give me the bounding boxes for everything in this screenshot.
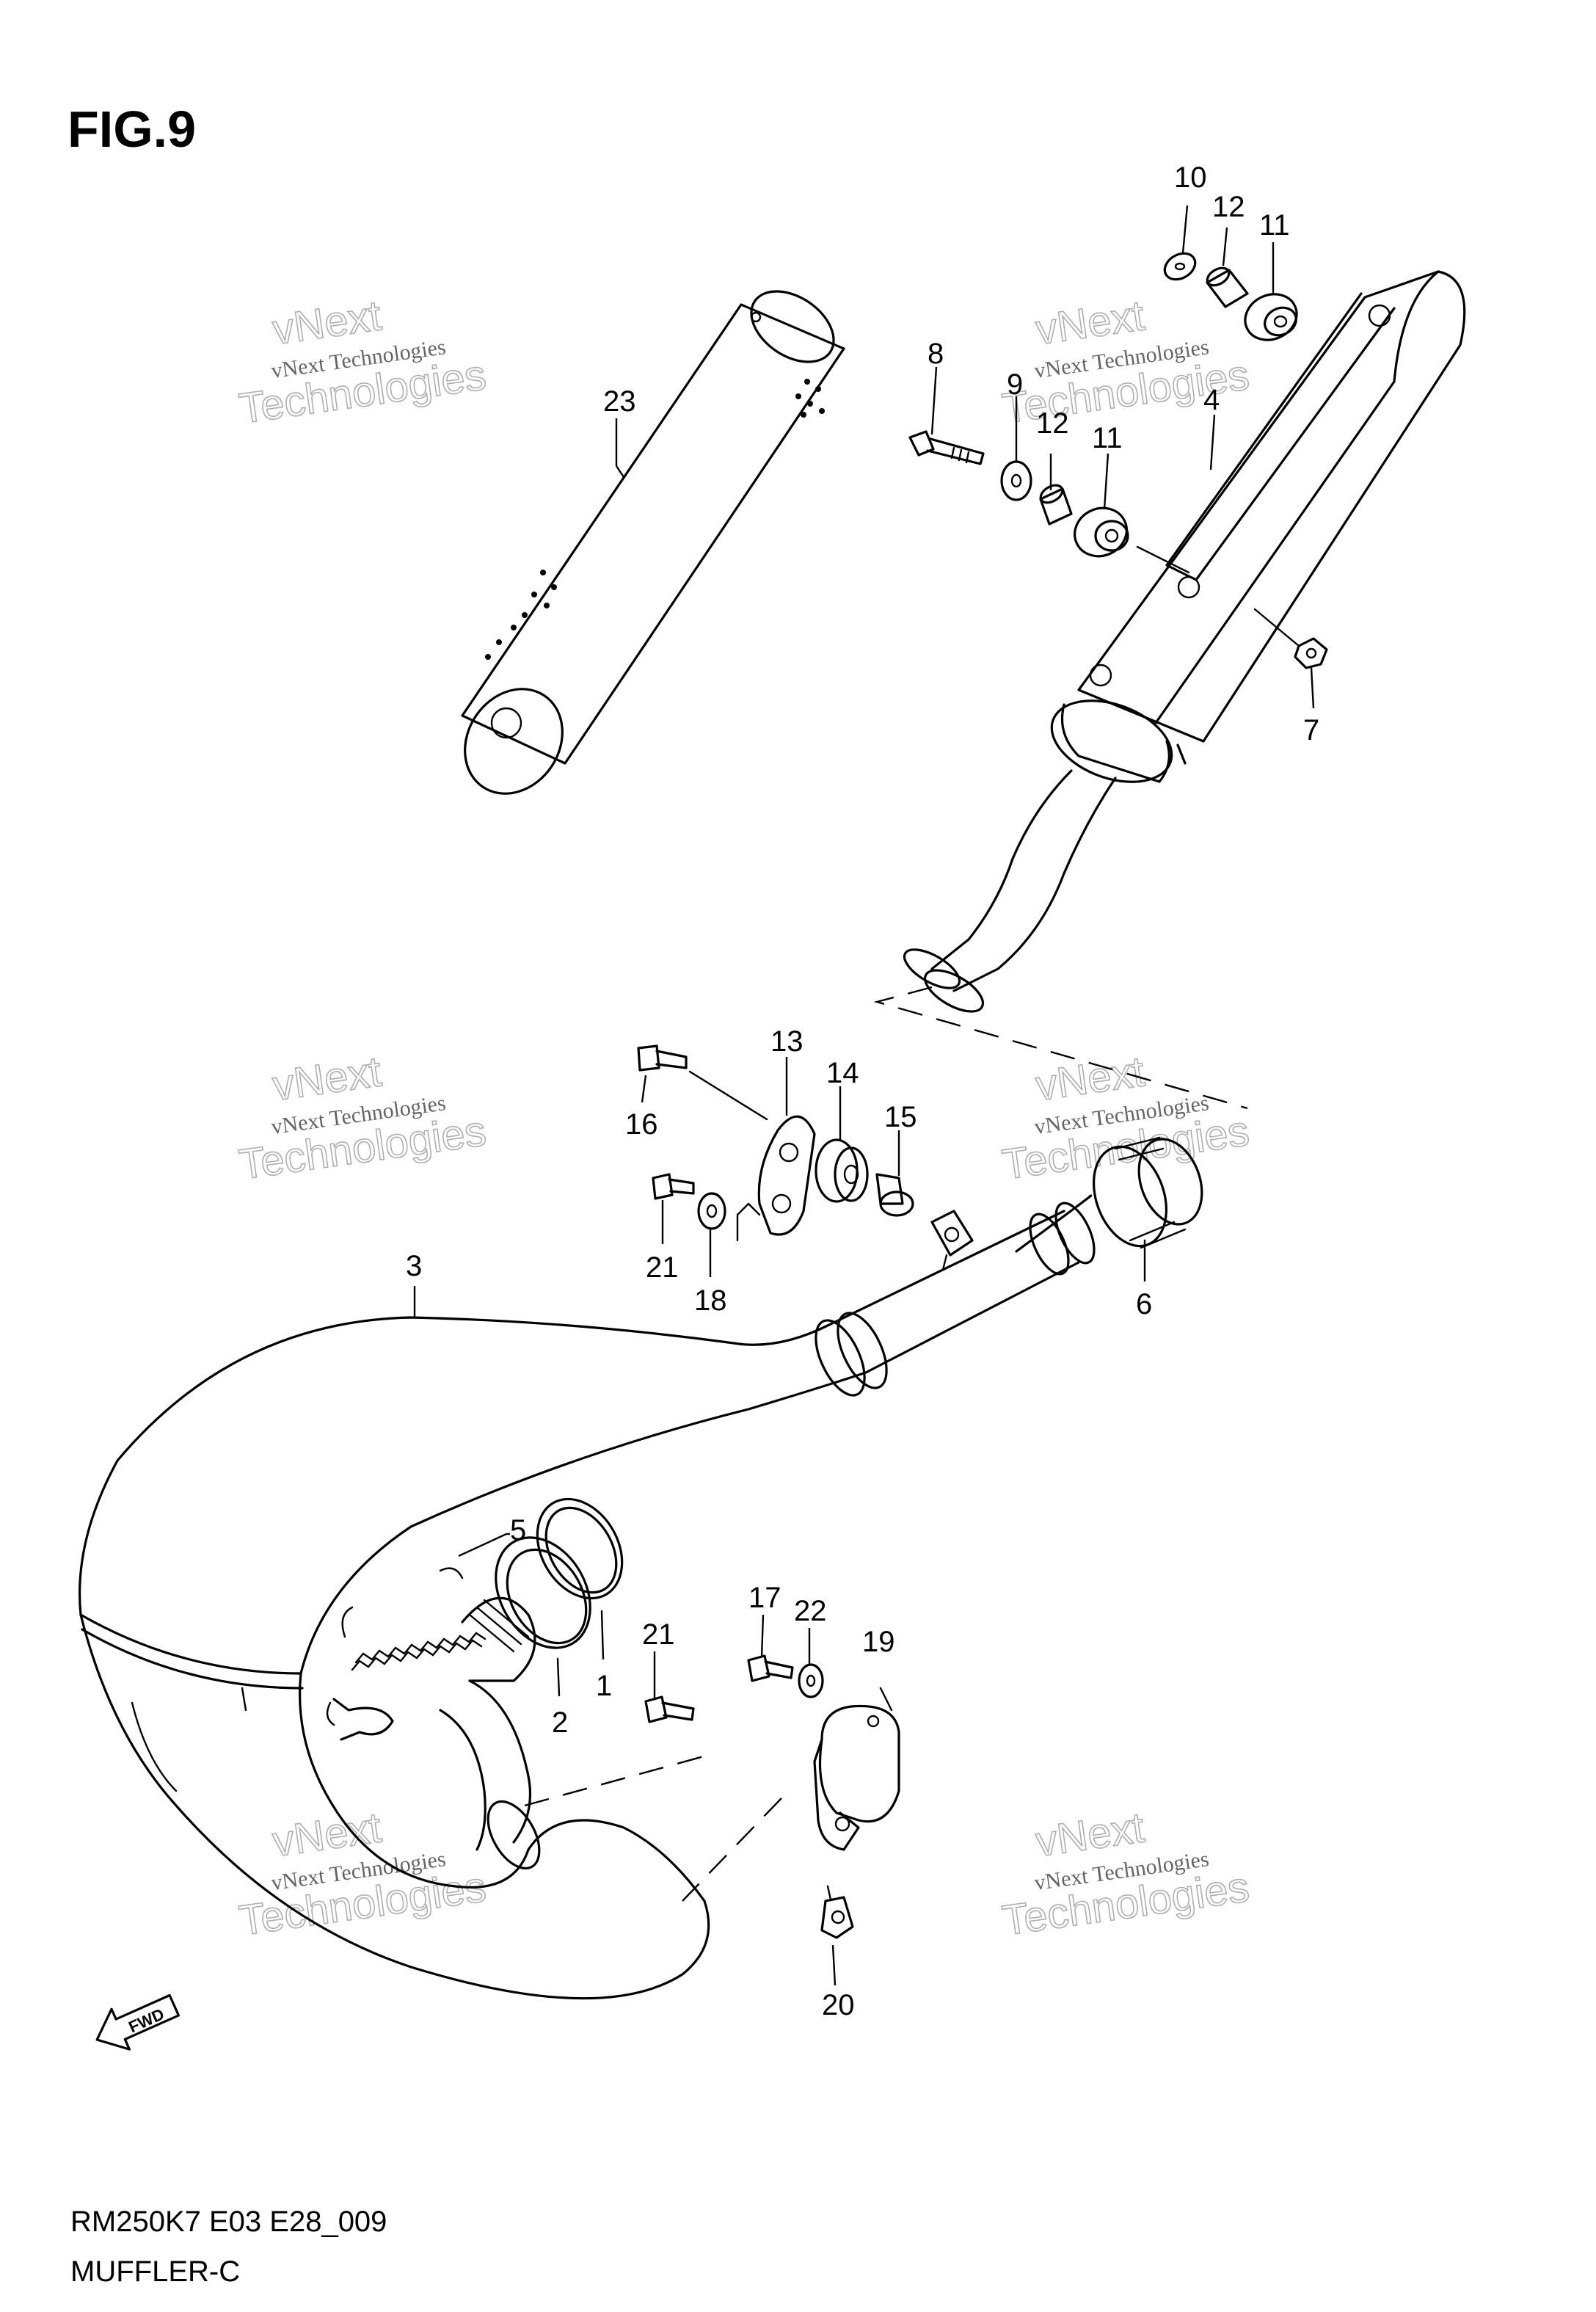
callout-7: 7 (1303, 714, 1319, 746)
svg-text:vNext: vNext (269, 1803, 384, 1866)
fwd-label: FWD (125, 2004, 167, 2036)
callout-13: 13 (770, 1025, 804, 1058)
svg-text:vNext: vNext (1032, 291, 1147, 354)
part-21-bolt-lower (644, 1695, 695, 1723)
spring-hook-clip (326, 1698, 394, 1741)
assembly-line-bracket-lower (682, 1797, 782, 1902)
watermark-top-left: vNext Technologies vNext Technologies (236, 291, 489, 433)
part-22-washer (798, 1663, 824, 1698)
part-14-grommet (815, 1138, 869, 1203)
figure-name: MUFFLER-C (70, 2255, 240, 2288)
callout-20: 20 (822, 1989, 855, 2021)
part-7-nut (1253, 608, 1328, 669)
part-17-bolt (747, 1654, 794, 1682)
part-18-washer (697, 1192, 726, 1230)
callout-2: 2 (552, 1706, 568, 1739)
part-23-muffler-guard (461, 290, 845, 795)
part-15-collar (875, 1173, 914, 1217)
svg-text:vNext: vNext (1032, 1803, 1147, 1866)
part-2-gasket (495, 1536, 591, 1697)
part-19-mount-bracket (813, 1738, 860, 1851)
callout-9: 9 (1007, 368, 1023, 401)
callout-18: 18 (694, 1284, 727, 1317)
callout-4: 4 (1203, 384, 1220, 416)
part-8-bolt (908, 430, 985, 465)
part-21-bolt-upper (652, 1173, 695, 1200)
callout-17: 17 (748, 1582, 781, 1614)
assembly-line-bracket (524, 1753, 713, 1807)
callout-12-upper: 12 (1212, 191, 1245, 223)
part-4-silencer (903, 270, 1466, 1013)
watermark-bottom-right: vNext Technologies vNext Technologies (999, 1803, 1253, 1945)
callout-1: 1 (596, 1670, 612, 1702)
part-1-seal-ring (536, 1497, 624, 1660)
callout-19: 19 (862, 1626, 895, 1658)
callout-15: 15 (884, 1101, 917, 1133)
figure-title: FIG.9 (68, 101, 196, 158)
part-3-exhaust-pipe (78, 1194, 1096, 2000)
callout-23: 23 (603, 385, 636, 418)
part-12-collar-upper (1206, 266, 1249, 308)
part-11-cushion-lower (1074, 506, 1190, 574)
watermark-bottom-left: vNext Technologies vNext Technologies (236, 1803, 489, 1945)
part-11-cushion-upper (1244, 293, 1298, 341)
svg-text:vNext: vNext (269, 291, 384, 354)
callout-12-lower: 12 (1036, 407, 1069, 440)
assembly-line-silencer (873, 986, 1248, 1110)
callout-leaders (615, 205, 1315, 1986)
watermark-mid-right: vNext Technologies vNext Technologies (999, 1047, 1253, 1189)
callout-11-upper: 11 (1259, 209, 1290, 241)
callout-21-upper: 21 (646, 1251, 679, 1284)
callout-3: 3 (406, 1250, 422, 1282)
svg-text:vNext: vNext (269, 1047, 384, 1110)
header-inlet-tube (461, 1596, 536, 1682)
callout-11-lower: 11 (1092, 422, 1123, 454)
callout-labels: 10 12 11 8 9 12 11 4 7 23 13 14 15 16 21… (406, 161, 1319, 2021)
callout-21-lower: 21 (642, 1618, 675, 1651)
watermark-mid-left: vNext Technologies vNext Technologies (236, 1047, 489, 1189)
figure-code: RM250K7 E03 E28_009 (70, 2206, 387, 2238)
part-9-washer (1000, 460, 1032, 501)
callout-5: 5 (510, 1514, 526, 1546)
part-5-spring (341, 1533, 510, 1671)
part-12-collar-lower (1039, 484, 1073, 526)
callout-22: 22 (794, 1595, 827, 1627)
fwd-direction-arrow: FWD (95, 1993, 180, 2051)
callout-8: 8 (928, 338, 944, 370)
part-16-bolt (637, 1044, 768, 1121)
callout-6: 6 (1136, 1288, 1152, 1320)
svg-text:vNext: vNext (1032, 1047, 1147, 1110)
callout-16: 16 (625, 1108, 658, 1141)
part-20-clip-nut (820, 1885, 854, 1939)
part-6-sleeve (1092, 1136, 1203, 1282)
callout-14: 14 (826, 1057, 859, 1089)
callout-10: 10 (1174, 161, 1207, 194)
part-13-bracket (736, 1115, 816, 1242)
part-10-washer-upper (1163, 252, 1197, 281)
part-19-bracket-plate (818, 1687, 900, 1823)
